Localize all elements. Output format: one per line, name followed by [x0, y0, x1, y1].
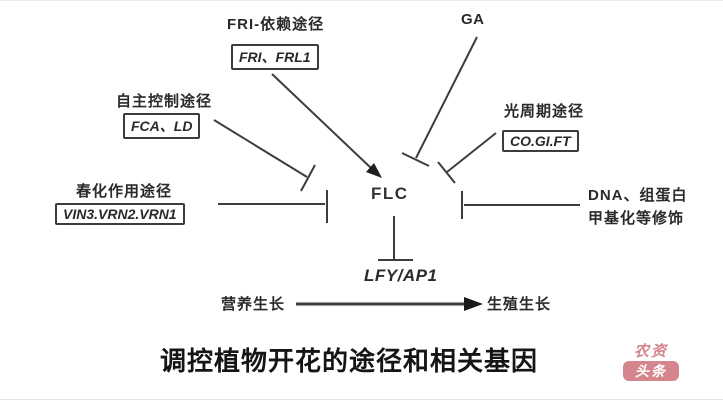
vernalization-pathway-label: 春化作用途径 — [76, 183, 173, 200]
figure-caption: 调控植物开花的途径和相关基因 — [160, 346, 539, 376]
watermark-logo: 农资 头条 — [623, 344, 679, 381]
autonomous-gene-box: FCA、LD — [123, 113, 201, 139]
watermark-top-text: 农资 — [633, 343, 668, 360]
fri-pathway-label: FRI-依赖途径 — [227, 16, 325, 33]
watermark-bottom-text: 头条 — [623, 361, 679, 381]
reproductive-growth-label: 生殖生长 — [487, 296, 552, 313]
epigenetic-inhibit-line — [461, 191, 580, 219]
epigenetic-label-line1: DNA、组蛋白 — [588, 187, 688, 204]
growth-transition-arrow — [296, 297, 483, 311]
flc-hub-gene: FLC — [371, 184, 409, 203]
fri-gene-box: FRI、FRL1 — [231, 44, 319, 70]
vernalization-inhibit-line — [218, 190, 328, 223]
fri-promote-arrow — [271, 73, 382, 178]
ga-inhibit-line — [401, 36, 478, 167]
photoperiod-gene-box: CO.GI.FT — [502, 130, 579, 152]
ga-label: GA — [461, 11, 485, 28]
photoperiod-inhibit-line — [437, 132, 497, 184]
photoperiod-pathway-label: 光周期途径 — [504, 103, 585, 120]
vegetative-growth-label: 营养生长 — [221, 296, 286, 313]
autonomous-pathway-label: 自主控制途径 — [116, 93, 213, 110]
epigenetic-label: DNA、组蛋白 甲基化等修饰 — [588, 184, 688, 230]
autonomous-inhibit-line — [213, 119, 316, 192]
lfy-ap1-gene: LFY/AP1 — [364, 266, 438, 285]
epigenetic-label-line2: 甲基化等修饰 — [588, 210, 685, 227]
flc-inhibit-lfy-line — [378, 216, 413, 261]
vernalization-gene-box: VIN3.VRN2.VRN1 — [55, 203, 185, 225]
